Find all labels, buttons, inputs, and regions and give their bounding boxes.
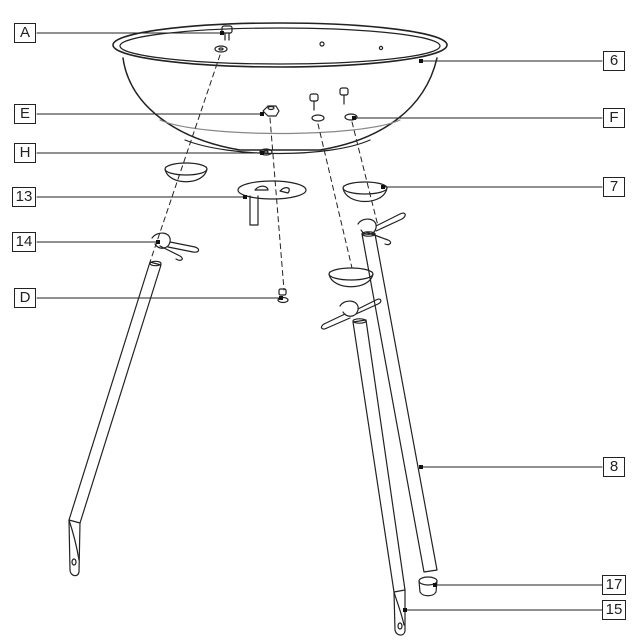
callout-e: E bbox=[14, 104, 36, 124]
bolt-a bbox=[214, 25, 233, 53]
callout-d: D bbox=[14, 288, 36, 308]
bolts-f bbox=[309, 87, 358, 122]
leg-left bbox=[68, 260, 162, 577]
leg-cup-left bbox=[164, 162, 208, 183]
leg-cup-middle bbox=[328, 267, 374, 288]
wire-clip-right-top bbox=[357, 212, 406, 246]
leg-right-8 bbox=[361, 231, 438, 573]
end-cap-17 bbox=[418, 576, 438, 597]
callout-6: 6 bbox=[603, 51, 625, 71]
leg-cup-right bbox=[342, 181, 388, 202]
callout-h: H bbox=[14, 143, 36, 163]
callout-7: 7 bbox=[603, 177, 625, 197]
wire-clip-14 bbox=[151, 232, 200, 261]
bolt-d bbox=[277, 288, 289, 304]
nut-e bbox=[262, 105, 280, 117]
leader-dots bbox=[156, 31, 437, 612]
leg-middle-15 bbox=[352, 318, 406, 636]
callout-8: 8 bbox=[603, 457, 625, 477]
callout-17: 17 bbox=[602, 575, 626, 595]
grill-bowl bbox=[112, 22, 448, 155]
ash-plate-13 bbox=[237, 180, 307, 226]
callout-15: 15 bbox=[602, 600, 626, 620]
callout-14: 14 bbox=[12, 232, 36, 252]
assembly-lines bbox=[149, 54, 379, 291]
callout-13: 13 bbox=[12, 187, 36, 207]
wire-clip-middle bbox=[320, 298, 382, 330]
callout-a: A bbox=[14, 23, 36, 43]
callout-f: F bbox=[603, 108, 625, 128]
leader-lines bbox=[36, 32, 603, 611]
